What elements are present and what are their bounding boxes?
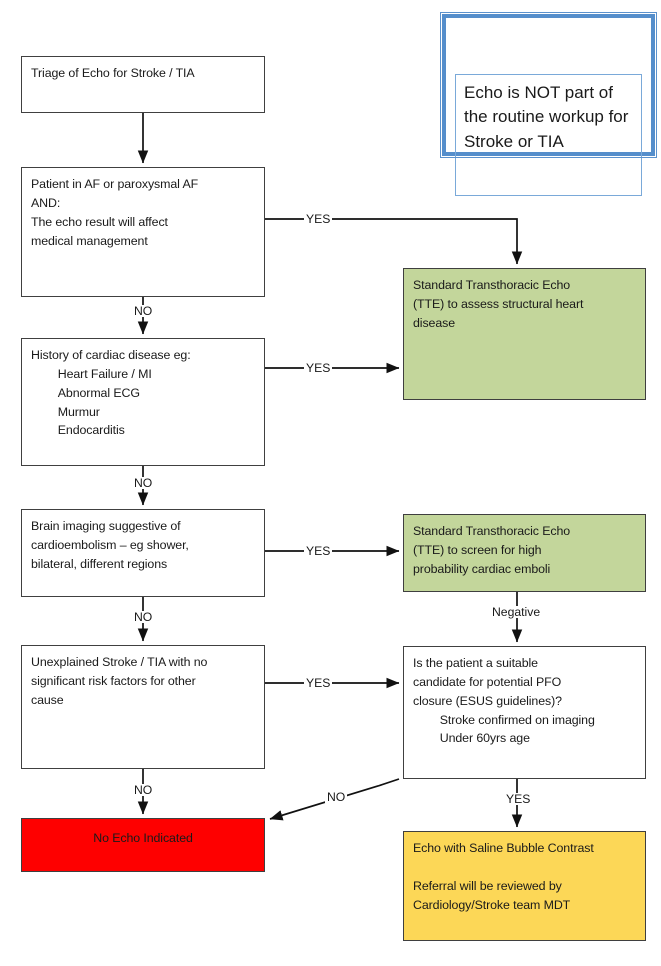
node-brain-imaging[interactable]: Brain imaging suggestive of cardioemboli… xyxy=(21,509,265,597)
edge-label-af-yes: YES xyxy=(304,212,333,226)
edge-label-unexplained-no: NO xyxy=(132,783,155,797)
node-cardiac-history[interactable]: History of cardiac disease eg: Heart Fai… xyxy=(21,338,265,466)
edge-label-pfo-no: NO xyxy=(325,790,348,804)
node-unexplained-stroke[interactable]: Unexplained Stroke / TIA with no signifi… xyxy=(21,645,265,769)
edge-label-cardiac-no: NO xyxy=(132,476,155,490)
node-tte-screen[interactable]: Standard Transthoracic Echo (TTE) to scr… xyxy=(403,514,646,592)
edge-label-cardiac-yes: YES xyxy=(304,361,333,375)
node-af-question[interactable]: Patient in AF or paroxysmal AF AND: The … xyxy=(21,167,265,297)
node-bubble-contrast[interactable]: Echo with Saline Bubble Contrast Referra… xyxy=(403,831,646,941)
node-start[interactable]: Triage of Echo for Stroke / TIA xyxy=(21,56,265,113)
node-no-echo-indicated[interactable]: No Echo Indicated xyxy=(21,818,265,872)
edge-label-pfo-yes: YES xyxy=(504,792,533,806)
edge-label-negative: Negative xyxy=(490,605,543,619)
edge-label-af-no: NO xyxy=(132,304,155,318)
node-tte-structural[interactable]: Standard Transthoracic Echo (TTE) to ass… xyxy=(403,268,646,400)
edge-label-brain-yes: YES xyxy=(304,544,333,558)
callout-text: Echo is NOT part of the routine workup f… xyxy=(455,73,642,196)
edge-label-unexplained-yes: YES xyxy=(304,676,333,690)
edge-label-brain-no: NO xyxy=(132,610,155,624)
callout-echo-not-routine: Echo is NOT part of the routine workup f… xyxy=(440,12,657,196)
node-pfo-question[interactable]: Is the patient a suitable candidate for … xyxy=(403,646,646,779)
